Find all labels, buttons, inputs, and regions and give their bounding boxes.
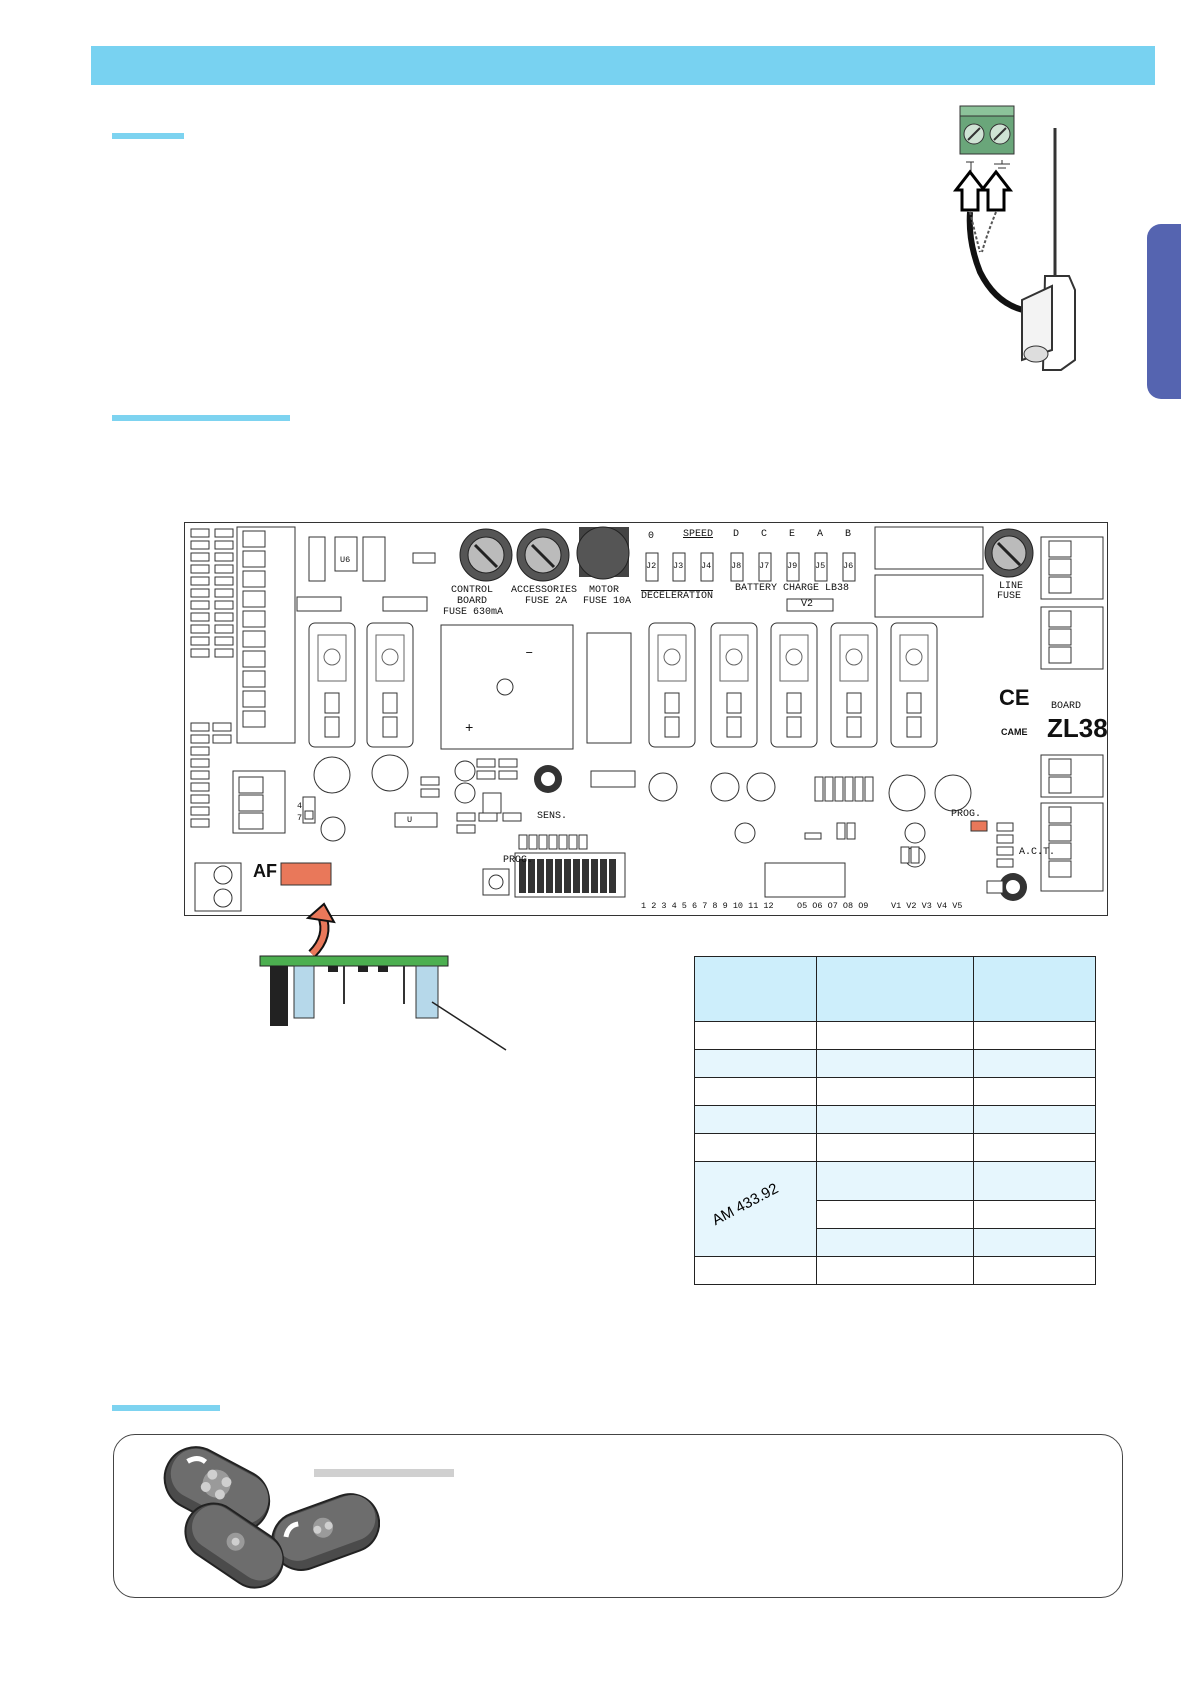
label-j3: J3 bbox=[673, 561, 684, 571]
insert-arrow bbox=[305, 902, 336, 958]
label-sens: SENS. bbox=[537, 811, 568, 822]
label-prog-led: PROG. bbox=[951, 809, 982, 820]
label-af: AF bbox=[253, 861, 277, 881]
transmitters-title-bar bbox=[314, 1469, 454, 1477]
label-dip-numbers: 1 2 3 4 5 6 7 8 9 10 11 12 bbox=[641, 901, 774, 911]
label-jb: B bbox=[845, 529, 852, 540]
label-motor: MOTOR bbox=[589, 585, 620, 596]
label-j0: 0 bbox=[648, 531, 655, 542]
label-j8: J8 bbox=[731, 561, 742, 571]
came-logo: CAME bbox=[1001, 727, 1028, 737]
label-u6: U6 bbox=[340, 555, 351, 565]
frequency-table: AM 433.92 bbox=[694, 956, 1096, 1285]
control-board-diagram: CONTROL BOARD FUSE 630mA ACCESSORIES FUS… bbox=[184, 522, 1108, 916]
label-pin4: 4 bbox=[297, 801, 303, 811]
table-header-cell bbox=[815, 956, 975, 1022]
label-bottom-v: V1 V2 V3 V4 V5 bbox=[891, 901, 963, 911]
transmitters-box bbox=[113, 1434, 1123, 1598]
label-battery-charge: BATTERY CHARGE LB38 bbox=[735, 583, 850, 594]
label-line: LINE bbox=[999, 581, 1024, 592]
label-deceleration: DECELERATION bbox=[641, 591, 714, 602]
remote-controls-image bbox=[163, 1446, 380, 1589]
section-marker-1 bbox=[112, 133, 184, 139]
table-header-cell bbox=[694, 956, 817, 1022]
label-fuse-630: FUSE 630mA bbox=[443, 607, 504, 618]
label-j4: J4 bbox=[701, 561, 712, 571]
chapter-side-tab bbox=[1147, 224, 1181, 399]
label-board: BOARD bbox=[457, 596, 488, 607]
board-drawing bbox=[190, 526, 1104, 912]
label-speed: SPEED bbox=[683, 529, 714, 540]
label-j6: J6 bbox=[843, 561, 854, 571]
label-jd: D bbox=[733, 529, 740, 540]
label-pin7: 7 bbox=[297, 813, 303, 823]
label-act: A.C.T. bbox=[1019, 847, 1056, 858]
label-prog: PROG. bbox=[503, 855, 534, 866]
header-bar bbox=[91, 46, 1155, 85]
label-u: U bbox=[407, 815, 413, 825]
label-board-word: BOARD bbox=[1051, 701, 1082, 712]
label-jc: C bbox=[761, 529, 768, 540]
label-je: E bbox=[789, 529, 796, 540]
section-marker-2 bbox=[112, 415, 290, 421]
board-model: ZL38 bbox=[1047, 713, 1108, 743]
label-minus: – bbox=[525, 645, 534, 661]
receiver-card bbox=[259, 955, 507, 1051]
table-header-cell bbox=[973, 956, 1096, 1022]
antenna-illustration bbox=[952, 105, 1076, 371]
label-j2: J2 bbox=[646, 561, 657, 571]
section-marker-3 bbox=[112, 1405, 220, 1411]
am-433-label: AM 433.92 bbox=[709, 1179, 782, 1230]
label-j7: J7 bbox=[759, 561, 770, 571]
label-line-fuse: FUSE bbox=[997, 591, 1022, 602]
label-control: CONTROL bbox=[451, 585, 494, 596]
label-accessories: ACCESSORIES bbox=[511, 585, 578, 596]
ce-mark: CE bbox=[999, 685, 1030, 710]
label-j5: J5 bbox=[815, 561, 826, 571]
label-j9: J9 bbox=[787, 561, 798, 571]
label-ja: A bbox=[817, 529, 824, 540]
label-bottom-codes: O5 O6 O7 O8 O9 bbox=[797, 901, 869, 911]
label-plus: + bbox=[465, 721, 474, 737]
label-fuse-10a: FUSE 10A bbox=[583, 596, 632, 607]
label-v2-box: V2 bbox=[801, 599, 814, 610]
label-fuse-2a: FUSE 2A bbox=[525, 596, 568, 607]
